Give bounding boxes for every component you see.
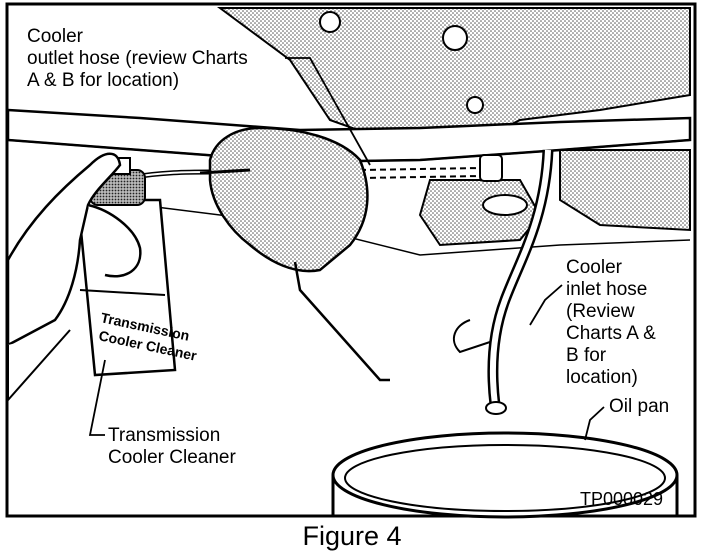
inlet-hose-label-5: B for [566,345,607,366]
leader-lines [88,57,605,441]
inlet-hose-label-3: (Review [566,301,635,322]
outlet-hose-label-1: Cooler [27,26,84,47]
inlet-hose-label-4: Charts A & [566,323,656,344]
right-hand [199,126,390,382]
oil-pan [331,431,679,519]
left-hand [6,152,142,403]
part-number: TP000029 [580,489,663,509]
outlet-hose-label-2: outlet hose (review Charts [27,48,248,69]
cleaner-label-2: Cooler Cleaner [108,447,236,468]
cleaner-label-1: Transmission [108,425,220,446]
outlet-hose-label-3: A & B for location) [27,70,179,91]
figure-caption: Figure 4 [302,521,401,551]
inlet-hose-label-2: inlet hose [566,279,647,300]
cooler-inlet-hose [452,149,554,415]
inlet-hose-label-6: location) [566,367,638,388]
inlet-hose-label-1: Cooler [566,257,623,278]
oil-pan-label: Oil pan [609,396,669,417]
vehicle-underbody [6,7,692,256]
